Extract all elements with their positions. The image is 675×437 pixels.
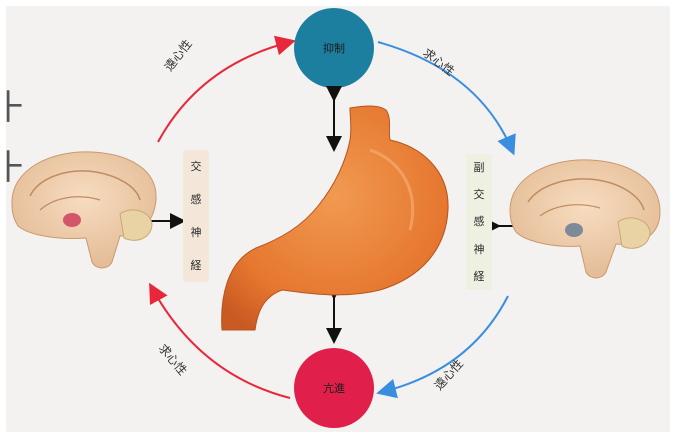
nerve-char: 神 — [191, 227, 202, 238]
parasympathetic-nerve-label: 副 交 感 神 経 — [466, 154, 492, 290]
enhancement-label: 亢進 — [304, 380, 364, 396]
sympathetic-nerve-label: 交 感 神 経 — [183, 150, 209, 282]
nerve-char: 交 — [474, 189, 485, 200]
nerve-char: 神 — [474, 244, 485, 255]
nerve-char: 感 — [191, 194, 202, 205]
nerve-char: 交 — [191, 161, 202, 172]
left-brain-illustration — [12, 152, 156, 268]
nerve-char: 副 — [474, 162, 485, 173]
nerve-char: 感 — [474, 216, 485, 227]
nerve-char: 経 — [474, 271, 485, 282]
suppression-label: 抑制 — [304, 40, 364, 56]
right-brain-illustration — [510, 160, 660, 278]
nerve-char: 経 — [191, 260, 202, 271]
arc-bottom-left-arrow — [152, 288, 290, 398]
